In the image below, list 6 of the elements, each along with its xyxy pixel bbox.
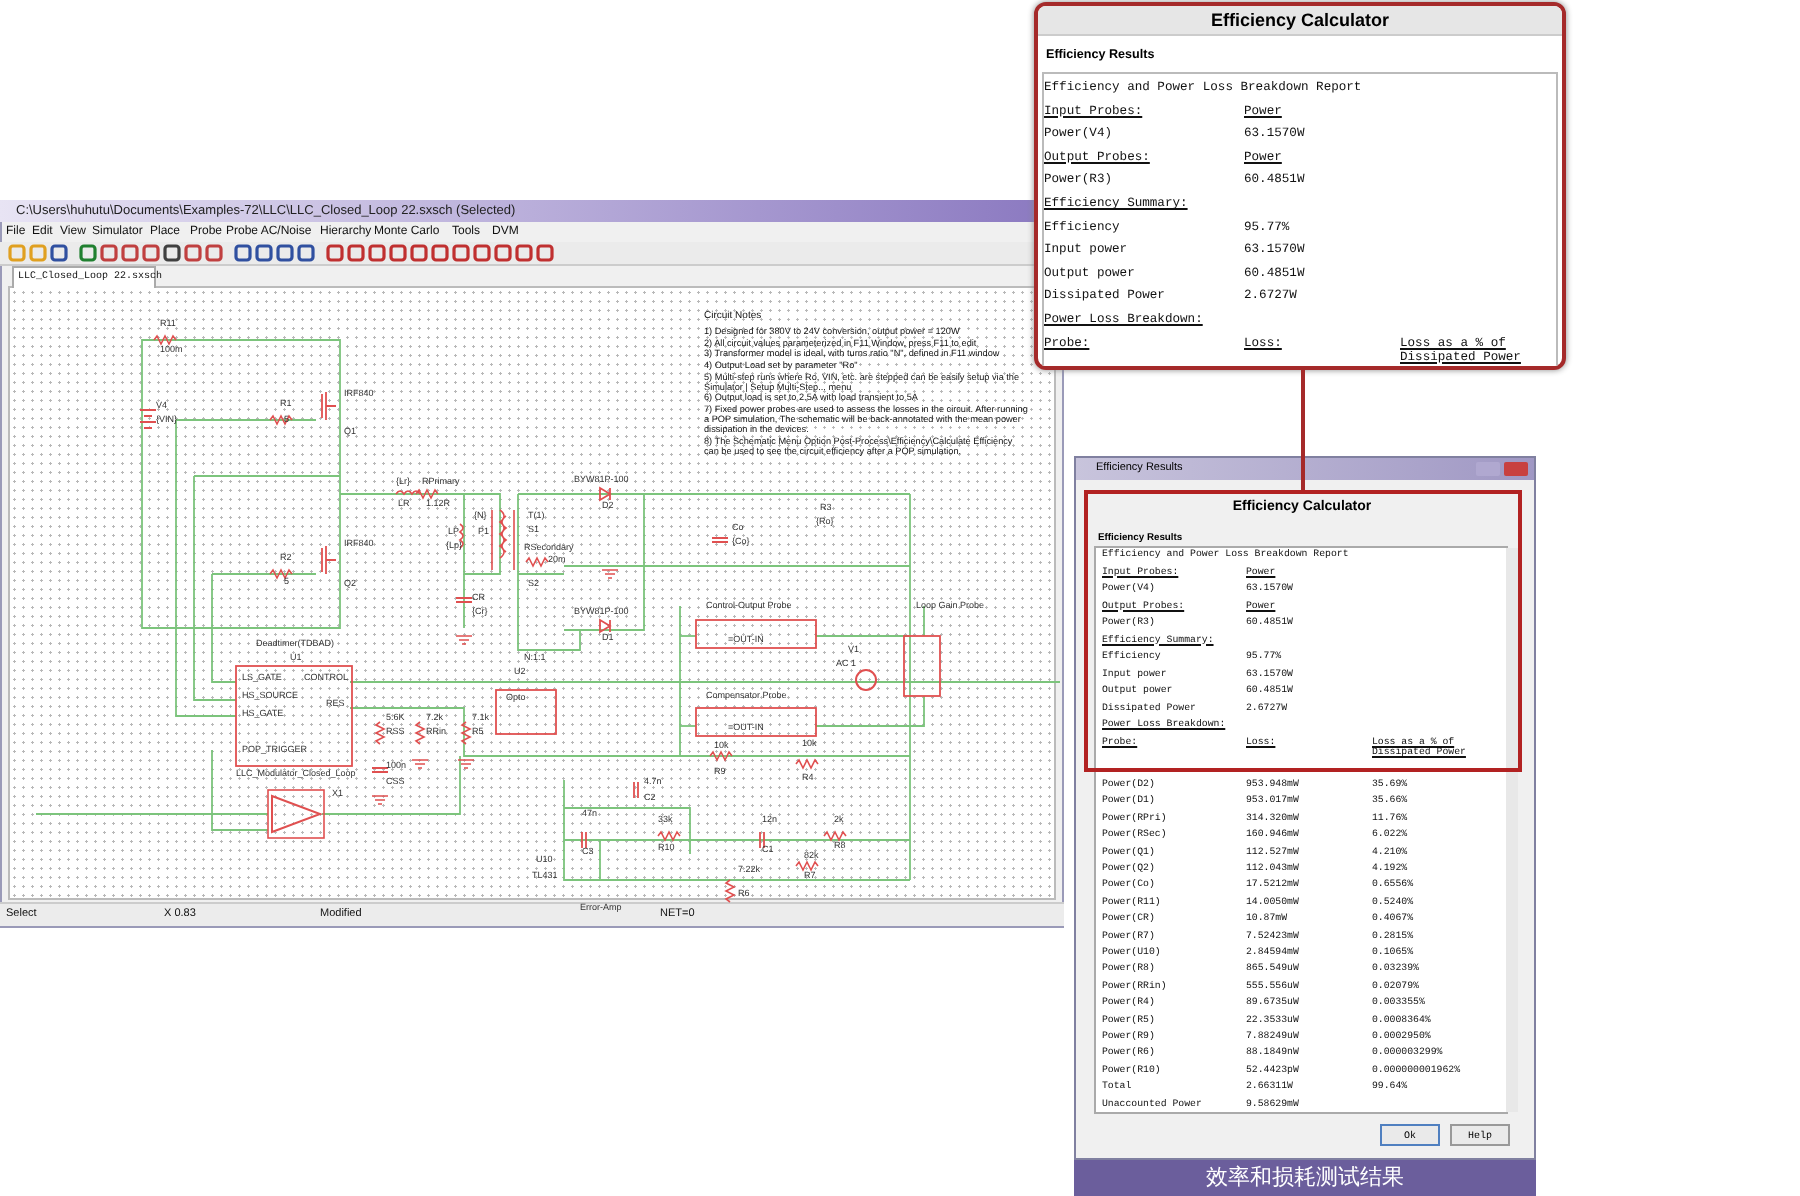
connector-line	[1301, 370, 1305, 490]
panel-heading: Efficiency Calculator	[1038, 6, 1562, 36]
highlight-frame	[1084, 490, 1522, 772]
caption-band: 效率和损耗测试结果	[1074, 1160, 1536, 1196]
callout-panel	[1034, 2, 1566, 370]
dialog-window	[1074, 456, 1536, 1160]
